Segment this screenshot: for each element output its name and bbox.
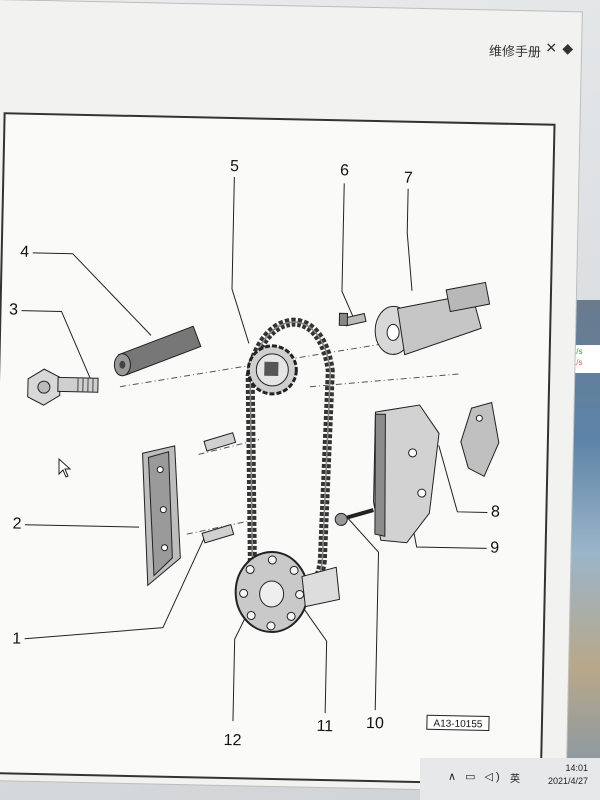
tray-icons[interactable]: ∧ ▭ ◁): [448, 771, 503, 783]
clock-date: 2021/4/27: [547, 776, 588, 786]
part-crankshaft-sprocket: [234, 550, 341, 633]
callout-4: 4: [20, 244, 29, 261]
diagram-page: 1 2 3 4 5 6 7 8 9 10 11 12 A13-10155: [0, 112, 556, 786]
part-tensioner-bolt: [334, 508, 374, 526]
figure-id-box: A13-10155: [426, 714, 490, 732]
title-bar: 维修手册 ✕ ◆: [0, 24, 581, 70]
taskbar-clock[interactable]: 14:01 2021/4/27: [548, 762, 588, 788]
callout-11: 11: [316, 718, 333, 735]
callout-5: 5: [230, 158, 239, 175]
callout-7: 7: [404, 170, 413, 187]
ime-indicator[interactable]: 英: [510, 774, 520, 785]
part-tensioner-bracket: [460, 401, 500, 478]
part-camshaft-flange: [374, 281, 491, 356]
part-guide-rail: [142, 445, 181, 587]
close-icon[interactable]: ✕: [545, 39, 558, 56]
callout-8: 8: [491, 504, 500, 521]
callout-6: 6: [340, 162, 349, 179]
part-small-bolt: [338, 312, 367, 327]
part-camshaft-sprocket: [246, 344, 298, 396]
window-title: 维修手册: [488, 43, 542, 60]
pin-icon[interactable]: ◆: [562, 39, 574, 57]
part-bolt: [27, 368, 99, 406]
clock-time: 14:01: [565, 763, 588, 773]
manual-viewer-window: 维修手册 ✕ ◆: [0, 0, 582, 793]
callout-3: 3: [9, 301, 18, 318]
figure-id: A13-10155: [433, 718, 483, 730]
part-sleeve: [113, 325, 202, 377]
mouse-cursor-icon: [58, 458, 72, 478]
callout-9: 9: [490, 540, 499, 557]
taskbar: ∧ ▭ ◁) 英 14:01 2021/4/27: [420, 758, 600, 800]
callout-10: 10: [366, 715, 384, 732]
callout-2: 2: [12, 516, 21, 533]
callout-12: 12: [223, 732, 241, 749]
timing-chain-diagram: 1 2 3 4 5 6 7 8 9 10 11 12 A13-10155: [9, 158, 500, 749]
part-chain-tensioner: [373, 404, 440, 544]
callout-1: 1: [12, 631, 21, 648]
part-guide-pins: [201, 432, 237, 544]
